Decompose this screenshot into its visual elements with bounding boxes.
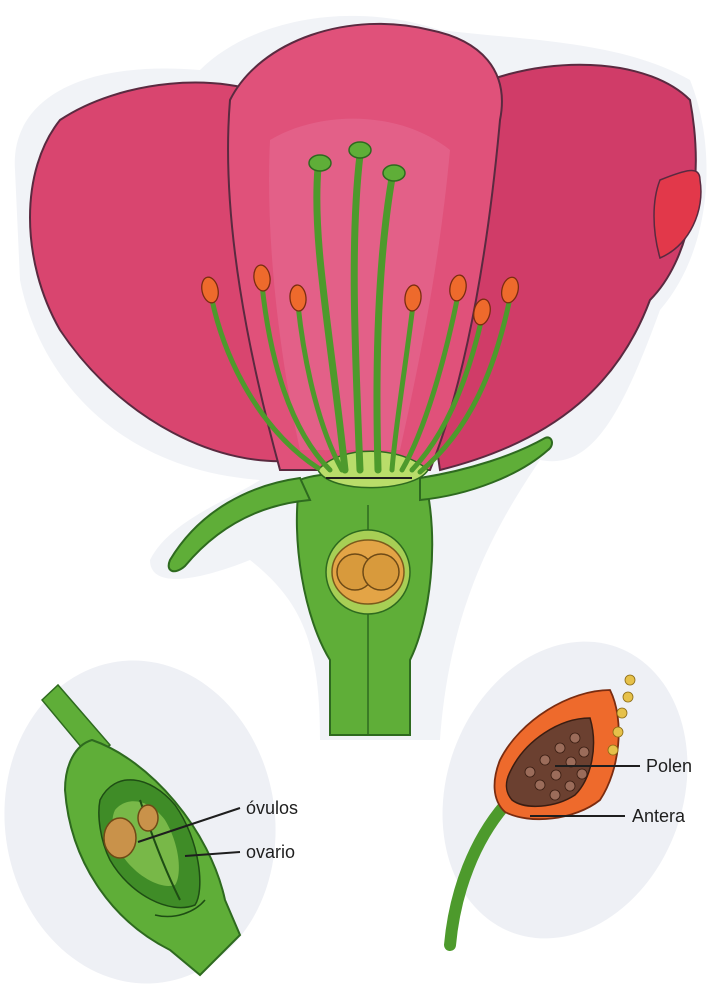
flower xyxy=(30,24,701,735)
stigma-icon xyxy=(383,165,405,181)
pollen-grain-icon xyxy=(617,708,627,718)
pollen-grain-icon xyxy=(551,770,561,780)
pollen-grain-icon xyxy=(565,781,575,791)
pollen-grain-icon xyxy=(535,780,545,790)
pollen-label: Polen xyxy=(646,756,692,776)
pollen-grain-icon xyxy=(613,727,623,737)
ovules-label: óvulos xyxy=(246,798,298,818)
pollen-grain-icon xyxy=(525,767,535,777)
pollen-grain-icon xyxy=(625,675,635,685)
pollen-grain-icon xyxy=(570,733,580,743)
pollen-grain-icon xyxy=(579,747,589,757)
pollen-grain-icon xyxy=(550,790,560,800)
pollen-grain-icon xyxy=(540,755,550,765)
pollen-grain-icon xyxy=(577,769,587,779)
pollen-grain-icon xyxy=(608,745,618,755)
ovule-icon xyxy=(138,805,158,831)
ovule-icon xyxy=(104,818,136,858)
pollen-grain-icon xyxy=(555,743,565,753)
stigma-icon xyxy=(309,155,331,171)
stigma-icon xyxy=(349,142,371,158)
stem-ovule-right xyxy=(363,554,399,590)
ovary-label: ovario xyxy=(246,842,295,862)
anther-label: Antera xyxy=(632,806,686,826)
pollen-grain-icon xyxy=(623,692,633,702)
